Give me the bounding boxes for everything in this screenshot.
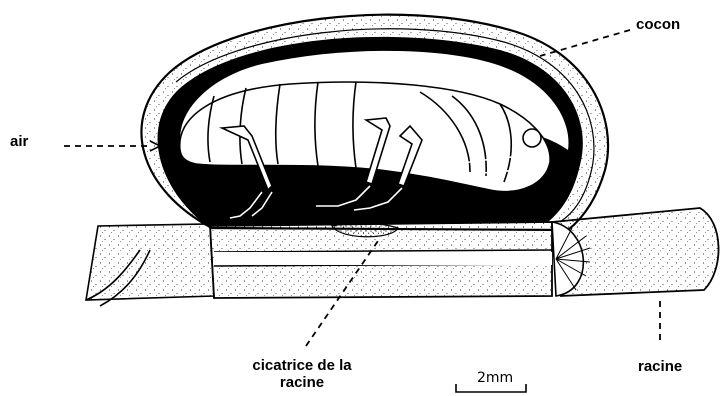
root-scar-label-line2: racine xyxy=(232,374,372,391)
air-label: air xyxy=(10,133,28,150)
root-label: racine xyxy=(638,358,682,375)
eye-shape xyxy=(523,129,541,147)
scale-bar-label: 2mm xyxy=(477,370,513,386)
cocoon-label: cocon xyxy=(636,16,680,33)
root-scar-label-line1: cicatrice de la xyxy=(232,357,372,374)
root-scar-label: cicatrice de la racine xyxy=(232,357,372,391)
cocoon-leader xyxy=(540,30,630,56)
